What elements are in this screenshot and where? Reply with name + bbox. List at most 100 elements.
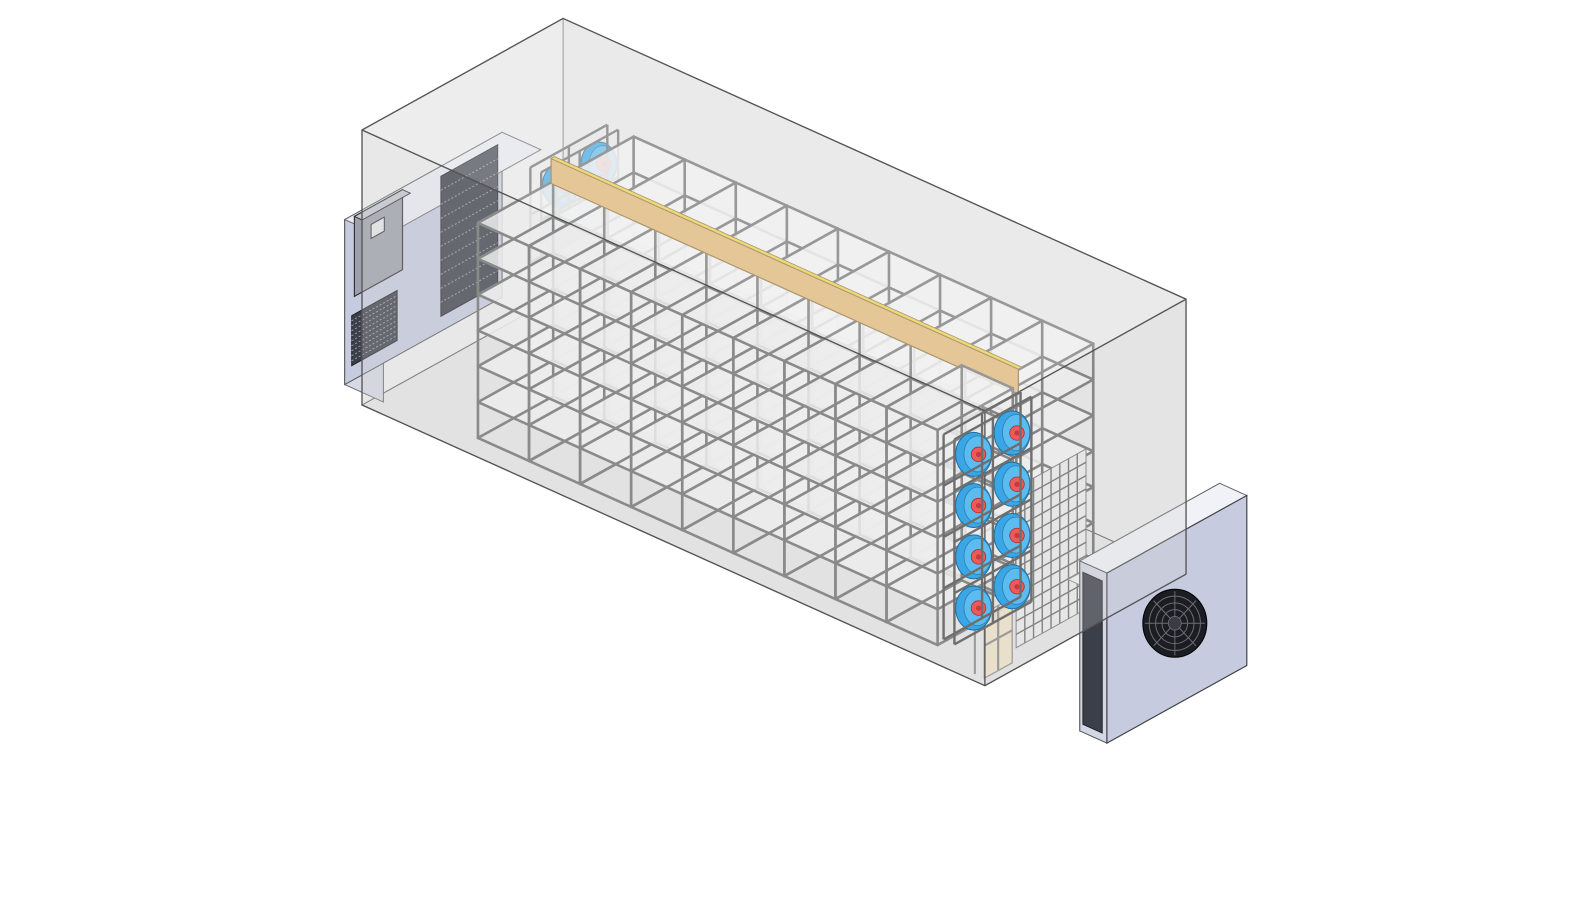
rack-rail [629,428,708,473]
rack-rail [629,248,708,294]
rack-rail [629,505,684,532]
rack-rail [732,372,786,399]
rack-rail [527,316,582,342]
rack-rail [578,267,633,294]
rack-rail [732,474,810,519]
rack-rail [1040,391,1095,417]
shelf [835,342,962,407]
rack-rail [476,215,555,261]
rack-rail [1040,319,1095,346]
rack-rail [1040,355,1095,381]
grille-line [351,295,398,322]
rack-rail [578,375,633,401]
left-heat-pump-unit [343,131,542,403]
rack-rail [680,349,735,376]
enclosure-front-walls [360,17,1188,687]
fan-hub-center [1014,430,1020,436]
rack-rail [885,507,964,552]
rack-rail [834,341,912,386]
rack-rail [834,376,912,422]
rack-rail [578,333,657,378]
rack-rail [732,438,810,483]
rack-rail [527,423,582,450]
baffle-top-edge [550,156,1023,370]
rack-rail [680,528,735,555]
rack-rail [783,425,861,470]
rack-rail [960,364,1015,390]
left-unit-grille-lower [351,289,398,367]
rack-rail [1015,414,1095,460]
rack-rail [732,509,810,555]
rack-rail [732,551,786,578]
rack-rail [578,225,657,271]
rack-rail [527,274,606,319]
rack-rail [783,353,861,399]
rack-rail [1040,426,1095,453]
rack-rail [783,497,861,542]
fan-hub-center [975,502,982,509]
rack-rail [834,490,888,516]
rack-rail [680,492,735,519]
rack-rail [732,480,786,506]
rack-rail [476,251,555,296]
shelf [784,319,911,384]
condenser-fan-icon [1142,588,1208,658]
control-panel-top [353,189,412,221]
rack-rail [834,418,888,445]
rack-rail [885,513,939,539]
rack-rail [885,399,964,445]
rack-rail [887,250,942,276]
rack-rail [836,227,891,253]
rack-rail [885,441,939,468]
fan-rack-rail [943,595,1022,641]
rack-rail [834,556,912,601]
shelf [580,227,707,292]
rack-rail [680,421,735,447]
enclosure-edge [361,129,986,412]
grille-line [440,256,498,289]
center-air-baffle [550,156,1023,396]
rack-rail [834,520,912,565]
rack-rail [732,366,810,411]
shelf [529,204,656,269]
rack-rail [783,461,861,506]
rack-rail [680,379,759,424]
rack-rail [578,339,633,365]
front-fan-rack [942,390,1033,646]
rack-rail [578,440,657,486]
rack-rail [783,532,861,578]
rack-rail [629,356,708,401]
rack-rail [885,364,964,409]
shelf [733,296,860,361]
right-unit-grille [1082,571,1103,734]
rack-rail [680,457,735,483]
rack-rail [834,448,912,493]
rack-rail [834,484,912,529]
rack-rail [834,412,912,457]
rack-rail [834,597,888,624]
rack-rail [732,408,786,434]
enclosure-edge [361,404,986,687]
grille-line [351,320,398,347]
grille-line [351,325,398,352]
rack-rail [989,296,1044,323]
enclosure-edge [361,17,564,131]
grille-line [440,172,498,205]
rack-rail [785,204,840,230]
condenser-fan-hub [1168,617,1181,630]
rack-rail [629,469,684,496]
rack-rail [527,417,606,463]
rack-rail [885,477,939,504]
grille-line [440,228,498,261]
rack-rail [885,435,964,480]
rack-rail [476,394,555,440]
shelf [631,250,758,315]
rack-rail [476,436,531,463]
fan-hub-center [1014,532,1020,539]
rack-rail [476,221,531,248]
rack-rail [629,398,684,424]
rack-rail [732,330,810,376]
rack-rail [629,290,684,317]
